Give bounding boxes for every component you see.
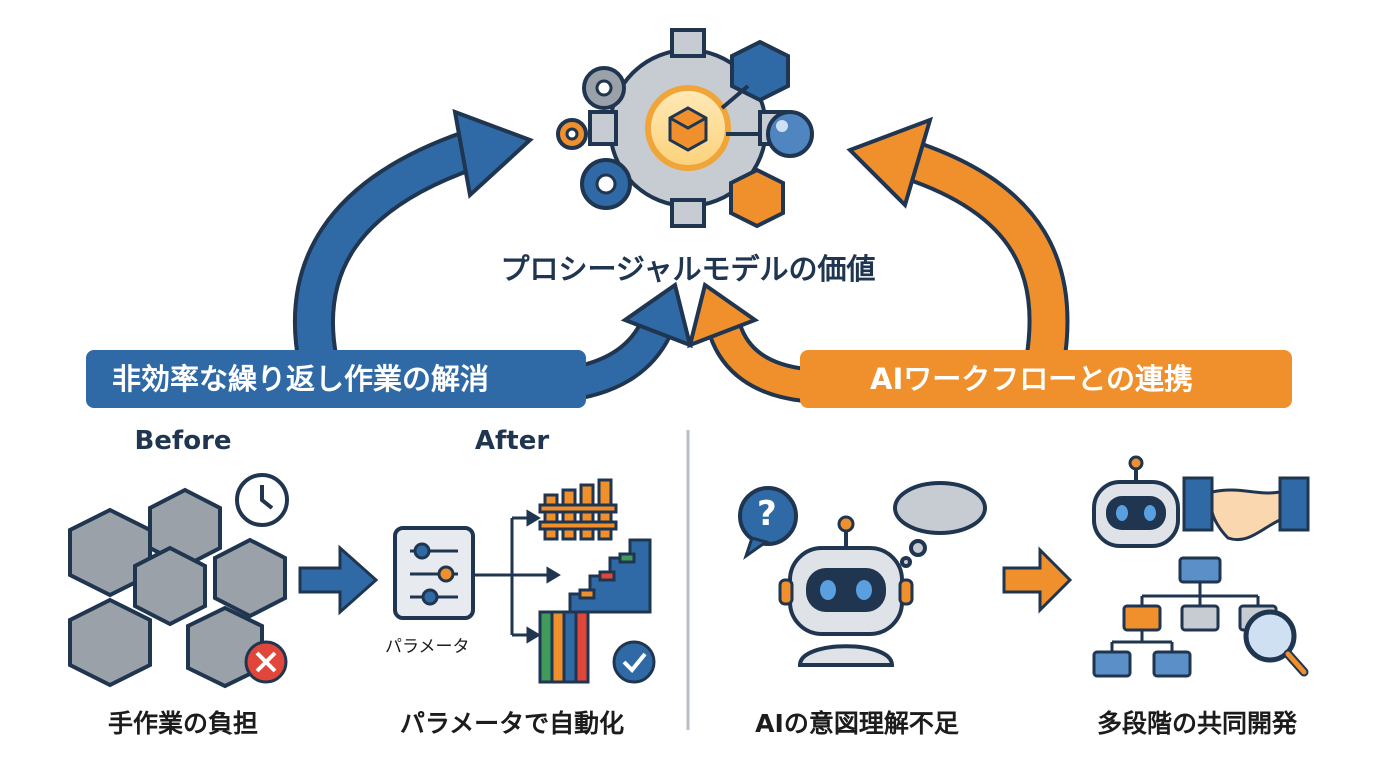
magnifier-icon bbox=[1243, 609, 1309, 677]
caption-collab: 多段階の共同開発 bbox=[1096, 709, 1298, 738]
left-cycle-arrow bbox=[292, 108, 534, 367]
arrow-right-icon bbox=[298, 544, 379, 616]
right-inner-arrow bbox=[687, 281, 808, 403]
caption-auto: パラメータで自動化 bbox=[399, 709, 625, 738]
left-banner: 非効率な繰り返し作業の解消 bbox=[86, 350, 586, 408]
robot-icon bbox=[778, 515, 914, 667]
manual-cubes-icon bbox=[68, 487, 287, 689]
error-x-icon bbox=[244, 640, 288, 684]
parameter-label: パラメータ bbox=[385, 637, 470, 657]
before-label: Before bbox=[134, 426, 232, 456]
right-banner: AIワークフローとの連携 bbox=[800, 350, 1292, 408]
handshake-icon bbox=[1182, 476, 1310, 542]
check-icon bbox=[612, 640, 656, 684]
stairs-icon bbox=[568, 538, 652, 614]
gear-cluster-icon bbox=[556, 28, 814, 229]
clock-icon bbox=[235, 473, 289, 527]
main-title: プロシージャルモデルの価値 bbox=[500, 252, 876, 286]
node-tree-icon bbox=[1092, 556, 1278, 678]
caption-ai-gap: AIの意図理解不足 bbox=[755, 709, 959, 738]
output-branch-arrows bbox=[473, 509, 561, 644]
parameter-sliders-icon bbox=[393, 526, 475, 620]
fence-icon bbox=[538, 478, 618, 541]
question-bubble-icon bbox=[738, 486, 798, 560]
small-robot-icon bbox=[1092, 455, 1180, 548]
right-cycle-arrow bbox=[846, 116, 1070, 366]
caption-manual: 手作業の負担 bbox=[107, 709, 259, 738]
thought-cloud-icon bbox=[893, 481, 987, 568]
color-bars-icon bbox=[538, 610, 590, 684]
question-mark-text: ? bbox=[757, 494, 777, 534]
arrow-right-orange-icon bbox=[1002, 546, 1073, 614]
after-label: After bbox=[474, 426, 550, 456]
